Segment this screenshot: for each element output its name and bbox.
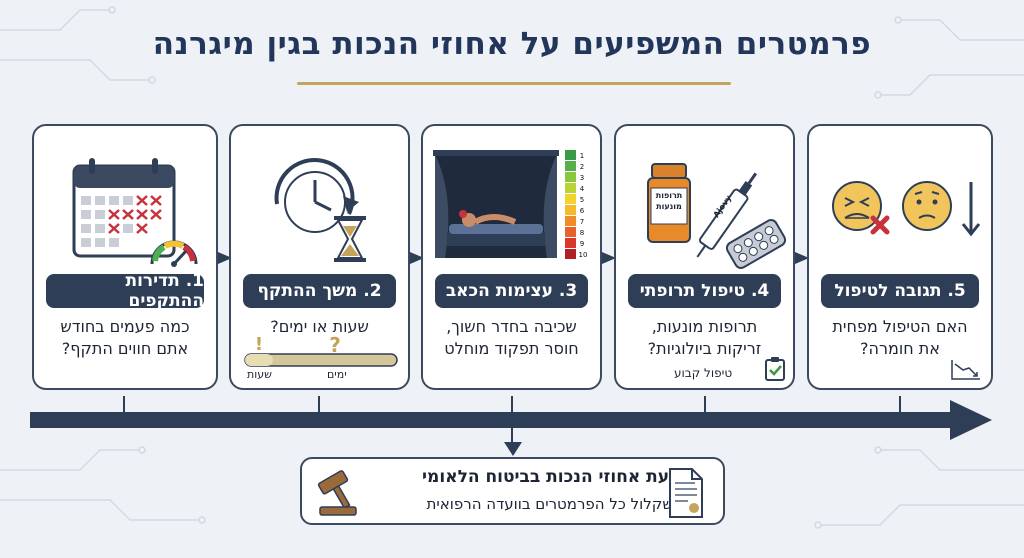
card-1-description: כמה פעמים בחודש אתם חווים התקף? [42, 316, 208, 360]
syringe-icon [696, 172, 758, 258]
svg-text:7: 7 [580, 218, 584, 226]
card-2-header: 2. משך ההתקף [243, 274, 396, 308]
worried-face-icon [902, 181, 952, 231]
svg-text:10: 10 [579, 251, 588, 259]
svg-text:1: 1 [580, 152, 584, 160]
card-1-line2: אתם חווים התקף? [61, 339, 189, 358]
card-5-description: האם הטיפול מפחית את חומרה? [817, 316, 983, 360]
page-title: פרמטרים המשפיעים על אחוזי הנכות בגין מיג… [152, 26, 872, 62]
svg-text:2: 2 [580, 163, 584, 171]
declining-chart-icon [951, 360, 980, 380]
card-1-header: 1. תדירות ההתקפים [46, 271, 204, 311]
regular-treatment-note: טיפול קבוע [674, 366, 733, 380]
card-4-line1: תרופות מונעות, [651, 317, 758, 336]
card-4-description: תרופות מונעות, זריקות ביולוגיות? [624, 316, 785, 360]
card-frequency: 1. תדירות ההתקפים כמה פעמים בחודש אתם חו… [32, 124, 218, 390]
scale-days-label: ימים [327, 368, 347, 381]
svg-text:6: 6 [580, 207, 585, 215]
gavel-icon [317, 470, 357, 516]
pain-scale: 1 2 3 4 5 6 7 8 9 10 [565, 150, 588, 259]
medication-icon [647, 163, 787, 269]
svg-text:?: ? [329, 336, 341, 357]
svg-text:9: 9 [580, 240, 584, 248]
clipboard-check-icon [765, 357, 785, 381]
clock-hourglass-icon [274, 158, 366, 262]
svg-text:4: 4 [580, 185, 585, 193]
pained-face-icon [832, 181, 882, 231]
svg-text:5: 5 [580, 196, 584, 204]
gauge-icon [150, 240, 198, 267]
card-treatment-response: 5. תגובה לטיפול האם הטיפול מפחית את חומר… [807, 124, 993, 390]
card-3-line2: חוסר תפקוד מוחלט [444, 339, 579, 358]
final-title: קביעת אחוזי הנכות בביטוח הלאומי [422, 467, 697, 487]
card-3-line1: שכיבה בחדר חשוך, [446, 317, 577, 336]
card-3-header: 3. עצימות הכאב [435, 274, 588, 308]
final-subtitle: שקלול כל הפרמטרים בוועדה הרפואית [426, 495, 673, 513]
dark-room-bed-icon [433, 150, 559, 258]
connector-arrow-1 [218, 252, 232, 264]
connector-arrow-2 [410, 252, 424, 264]
card-4-line2: זריקות ביולוגיות? [647, 339, 762, 358]
pill-bottle-icon [647, 163, 691, 243]
connector-arrow-3 [602, 252, 616, 264]
pill-bottle-label: תרופות מונעות [655, 191, 683, 211]
final-determination-box: קביעת אחוזי הנכות בביטוח הלאומי שקלול כל… [300, 457, 725, 525]
x-mark-icon [870, 215, 890, 235]
scale-hours-label: שעות [247, 368, 272, 381]
document-certificate-icon [669, 468, 703, 518]
pill-blister-icon [725, 219, 787, 269]
card-2-line1: שעות או ימים? [270, 317, 369, 336]
duration-scale: ! ? [244, 336, 398, 367]
card-5-line2: את חומרה? [860, 339, 940, 358]
card-4-header: 4. טיפול תרופתי [628, 274, 781, 308]
down-arrow-icon [961, 182, 981, 237]
connector-arrow-4 [795, 252, 809, 264]
calendar-icon [72, 158, 198, 267]
svg-text:!: ! [255, 336, 263, 355]
timeline-arrow [30, 396, 992, 446]
card-5-header: 5. תגובה לטיפול [821, 274, 979, 308]
down-connector-arrow [504, 442, 522, 456]
card-pain-intensity: 1 2 3 4 5 6 7 8 9 10 3. עצימות הכאב שכיב… [421, 124, 602, 390]
card-2-description: שעות או ימים? [239, 316, 400, 338]
card-medication: תרופות מונעות Ajovy 4. טיפול תרופתי תרופ… [614, 124, 795, 390]
card-5-line1: האם הטיפול מפחית [832, 317, 968, 336]
svg-text:3: 3 [580, 174, 584, 182]
svg-text:8: 8 [580, 229, 584, 237]
hourglass-icon [334, 216, 366, 262]
card-3-description: שכיבה בחדר חשוך, חוסר תפקוד מוחלט [431, 316, 592, 360]
faces-icon [832, 181, 981, 237]
title-underline [297, 82, 731, 85]
card-1-line1: כמה פעמים בחודש [60, 317, 190, 336]
card-duration: 2. משך ההתקף שעות או ימים? ! ? שעות ימים [229, 124, 410, 390]
